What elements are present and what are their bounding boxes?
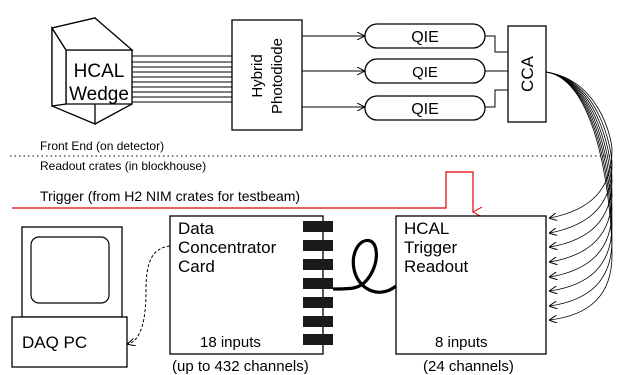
hcal-wedge-label-1: HCAL xyxy=(74,61,125,82)
qie-box-3 xyxy=(364,95,486,121)
monitor-screen xyxy=(30,236,110,304)
hcal-wedge: HCAL Wedge xyxy=(50,17,134,125)
readout-crates-label: Readout crates (in blockhouse) xyxy=(40,159,206,173)
qie-to-cca-lines xyxy=(485,35,508,108)
daq-pc: DAQ PC xyxy=(11,226,128,368)
hybrid-photodiode: Hybrid Photodiode xyxy=(231,19,303,131)
htr: HCAL Trigger Readout 8 inputs xyxy=(395,215,547,355)
hpd-to-qie-arrows xyxy=(302,36,364,107)
dcc-htr-cable xyxy=(332,238,398,294)
fiber-bundle xyxy=(132,55,232,103)
dcc-connectors xyxy=(303,221,333,345)
cca-to-htr-fibers xyxy=(545,71,613,320)
dcc: Data Concentrator Card 18 inputs xyxy=(169,215,324,355)
cca-label: CCA xyxy=(518,55,537,92)
dcc-title-1: Data xyxy=(178,219,214,238)
dcc-title-2: Concentrator xyxy=(178,238,277,257)
pc-base xyxy=(11,316,128,368)
qie-label-2: QIE xyxy=(412,64,438,81)
qie-group: QIE QIE QIE xyxy=(364,23,486,121)
trigger-label: Trigger (from H2 NIM crates for testbeam… xyxy=(40,188,300,204)
htr-inputs: 8 inputs xyxy=(435,334,488,351)
dcc-title-3: Card xyxy=(178,257,215,276)
trigger-line: Trigger (from H2 NIM crates for testbeam… xyxy=(12,171,473,212)
dcc-daq-link xyxy=(128,245,171,344)
qie-label-3: QIE xyxy=(411,101,439,118)
htr-channels: (24 channels) xyxy=(423,358,514,375)
front-end-label: Front End (on detector) xyxy=(40,139,164,153)
hpd-label-1: Hybrid xyxy=(249,54,266,97)
cca: CCA xyxy=(507,25,547,123)
dcc-channels: (up to 432 channels) xyxy=(172,358,309,375)
htr-title-3: Readout xyxy=(404,257,469,276)
daq-pc-label: DAQ PC xyxy=(22,333,87,352)
hcal-wedge-label-2: Wedge xyxy=(69,84,129,105)
htr-title-1: HCAL xyxy=(404,219,449,238)
dcc-inputs: 18 inputs xyxy=(200,334,261,351)
htr-title-2: Trigger xyxy=(404,238,458,257)
qie-label-1: QIE xyxy=(411,29,439,46)
hpd-label-2: Photodiode xyxy=(269,38,286,114)
